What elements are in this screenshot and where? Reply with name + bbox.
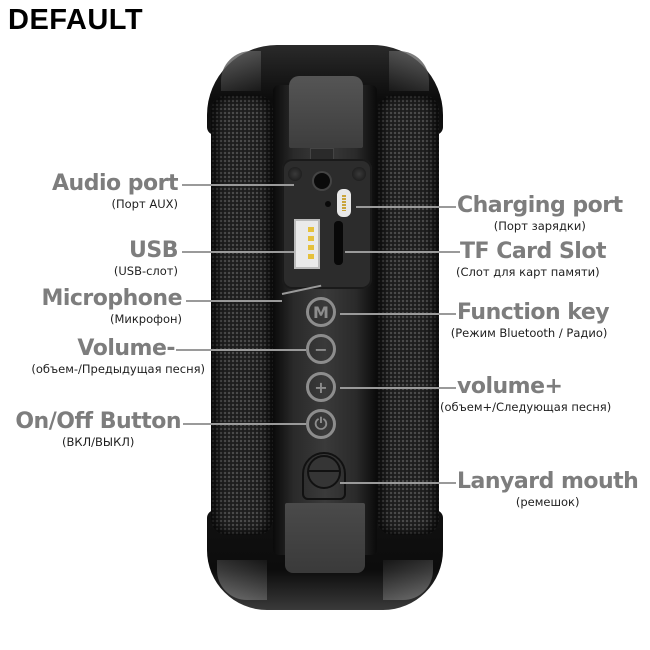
leader-line-audio-port	[182, 184, 294, 186]
usb-port	[294, 219, 320, 269]
leader-line-usb	[182, 251, 294, 253]
aux-port	[314, 173, 330, 189]
label-volume-plus: volume+ (объем+/Следующая песня)	[440, 375, 611, 415]
label-audio-port: Audio port (Порт AUX)	[52, 172, 178, 212]
label-title: Function key	[457, 300, 610, 325]
label-subtitle: (ВКЛ/ВЫКЛ)	[61, 435, 135, 449]
leader-line-function-key	[340, 313, 456, 315]
label-subtitle: (Режим Bluetooth / Радио)	[450, 326, 608, 340]
label-title: Volume-	[77, 336, 175, 361]
label-subtitle: (Микрофон)	[109, 312, 182, 326]
label-title: On/Off Button	[15, 409, 181, 434]
label-title: Audio port	[52, 171, 178, 196]
speaker-grille-right	[377, 95, 439, 535]
leader-line-volume-plus	[340, 387, 456, 389]
label-title: Microphone	[41, 286, 182, 311]
label-title: volume+	[457, 374, 563, 399]
charging-port	[337, 189, 351, 217]
label-tf-card: TF Card Slot (Слот для карт памяти)	[456, 240, 606, 280]
power-button-icon: ⏻	[306, 409, 336, 439]
function-button-icon: M	[306, 297, 336, 327]
port-panel	[282, 159, 372, 289]
leader-line-on-off	[183, 423, 306, 425]
speaker-grille-left	[211, 95, 273, 535]
label-subtitle: (Слот для карт памяти)	[456, 265, 600, 279]
label-title: USB	[129, 238, 178, 263]
label-lanyard: Lanyard mouth (ремешок)	[457, 469, 639, 510]
label-subtitle: (ремешок)	[515, 495, 580, 509]
leader-line-tf-card	[345, 251, 460, 253]
label-subtitle: (Порт AUX)	[111, 197, 178, 211]
label-subtitle: (объем-/Предыдущая песня)	[31, 362, 205, 376]
mic-hole	[325, 201, 331, 207]
label-volume-minus: Volume- (объем-/Предыдущая песня)	[31, 337, 205, 377]
label-subtitle: (объем+/Следующая песня)	[440, 400, 612, 414]
lanyard-loop	[302, 452, 346, 500]
watermark-text: DEFAULT	[8, 4, 144, 36]
port-cover-clip	[310, 148, 334, 159]
label-usb: USB (USB-слот)	[113, 238, 179, 279]
leader-line-lanyard	[340, 482, 456, 484]
speaker-product-image: M − + ⏻	[207, 45, 443, 610]
leader-line-charging-port	[356, 206, 456, 208]
speaker-top-pad	[289, 76, 363, 148]
screw-icon	[352, 167, 366, 181]
label-on-off: On/Off Button (ВКЛ/ВЫКЛ)	[15, 410, 181, 450]
screw-icon	[288, 167, 302, 181]
leader-line-microphone	[186, 300, 282, 302]
lanyard-disc	[307, 455, 341, 489]
label-subtitle: (USB-слот)	[113, 264, 178, 278]
label-subtitle: (Порт зарядки)	[493, 219, 586, 233]
tf-card-slot	[334, 221, 343, 265]
label-microphone: Microphone (Микрофон)	[41, 287, 182, 327]
label-charging-port: Charging port (Порт зарядки)	[457, 194, 623, 234]
label-title: TF Card Slot	[460, 239, 606, 264]
volume-minus-button-icon: −	[306, 334, 336, 364]
label-title: Charging port	[457, 193, 623, 218]
label-function-key: Function key (Режим Bluetooth / Радио)	[449, 300, 610, 341]
volume-plus-button-icon: +	[306, 372, 336, 402]
label-title: Lanyard mouth	[457, 469, 639, 494]
leader-line-volume-minus	[176, 349, 306, 351]
speaker-bottom-pad	[285, 503, 365, 573]
